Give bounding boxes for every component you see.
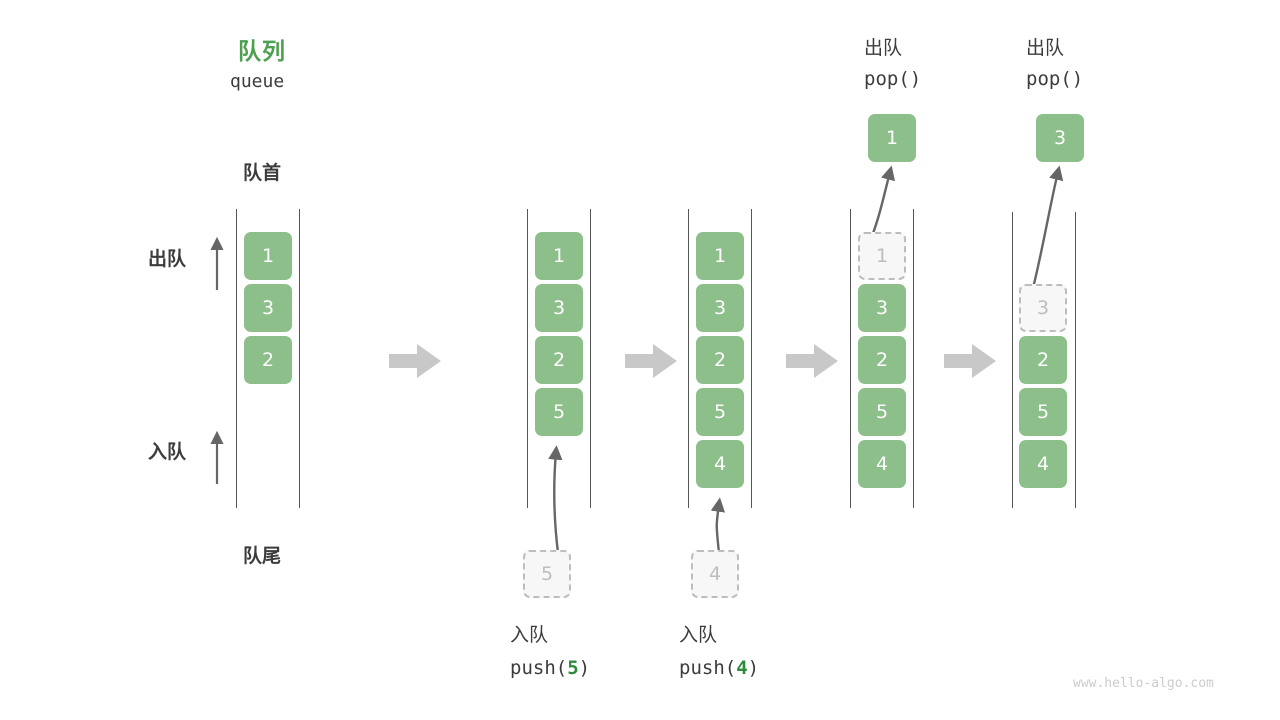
queue-cell: 4: [1019, 440, 1067, 488]
queue-cell: 1: [244, 232, 292, 280]
queue-cell: 1: [535, 232, 583, 280]
queue-cell: 2: [696, 336, 744, 384]
queue-cell: 2: [244, 336, 292, 384]
queue-cell-new: 4: [696, 440, 744, 488]
front-label: 队首: [243, 162, 282, 184]
queue-cell-removed: 1: [858, 232, 906, 280]
pop-3-arrow: [1031, 165, 1064, 289]
op-code-suffix: ): [578, 657, 591, 679]
queue-cell: 2: [858, 336, 906, 384]
incoming-value-cell: 4: [691, 550, 739, 598]
rail-left-col1: [236, 209, 237, 508]
queue-cell: 3: [696, 284, 744, 332]
popped-value-cell: 3: [1036, 114, 1084, 162]
op-code-prefix: push(: [510, 657, 568, 679]
op-label-code: push(4): [679, 657, 759, 679]
rail-left-col3: [688, 209, 689, 508]
op-code-prefix: pop(: [864, 68, 910, 90]
rail-right-col3: [751, 209, 752, 508]
op-label-cn: 出队: [864, 37, 903, 59]
rail-right-col1: [299, 209, 300, 508]
rail-left-col2: [527, 209, 528, 508]
queue-cell: 2: [535, 336, 583, 384]
rail-right-col4: [913, 209, 914, 508]
rail-right-col2: [590, 209, 591, 508]
rail-right-col5: [1075, 212, 1076, 508]
transition-arrow-icon: [786, 344, 838, 378]
transition-arrow-icon: [944, 344, 996, 378]
queue-cell-new: 5: [535, 388, 583, 436]
queue-cell: 5: [1019, 388, 1067, 436]
queue-cell: 2: [1019, 336, 1067, 384]
popped-value-cell: 1: [868, 114, 916, 162]
rear-label: 队尾: [243, 545, 282, 567]
op-code-prefix: pop(: [1026, 68, 1072, 90]
transition-arrow-icon: [625, 344, 677, 378]
op-label-code: pop(): [864, 68, 921, 90]
op-code-prefix: push(: [679, 657, 737, 679]
queue-cell: 4: [858, 440, 906, 488]
queue-cell: 3: [535, 284, 583, 332]
enqueue-label: 入队: [148, 441, 187, 463]
incoming-value-cell: 5: [523, 550, 571, 598]
rail-left-col4: [850, 209, 851, 508]
op-label-code: push(5): [510, 657, 590, 679]
queue-cell: 3: [858, 284, 906, 332]
queue-cell: 1: [696, 232, 744, 280]
queue-cell-removed: 3: [1019, 284, 1067, 332]
op-code-value: 5: [567, 657, 579, 679]
push-5-arrow: [548, 445, 563, 554]
queue-cell: 5: [858, 388, 906, 436]
queue-cell: 5: [696, 388, 744, 436]
rail-left-col5: [1012, 212, 1013, 508]
page-title: 队列: [238, 39, 286, 65]
dequeue-label: 出队: [148, 248, 187, 270]
page-subtitle: queue: [230, 71, 285, 92]
queue-cell: 3: [244, 284, 292, 332]
push-4-arrow: [710, 497, 726, 554]
op-code-suffix: ): [747, 657, 760, 679]
op-code-suffix: ): [1071, 68, 1084, 90]
watermark: www.hello-algo.com: [1073, 676, 1214, 691]
op-label-cn: 入队: [679, 624, 718, 646]
transition-arrow-icon: [389, 344, 441, 378]
op-code-value: 4: [736, 657, 748, 679]
op-code-suffix: ): [909, 68, 922, 90]
op-label-cn: 入队: [510, 624, 549, 646]
op-label-code: pop(): [1026, 68, 1083, 90]
pop-1-arrow: [870, 165, 896, 237]
op-label-cn: 出队: [1026, 37, 1065, 59]
